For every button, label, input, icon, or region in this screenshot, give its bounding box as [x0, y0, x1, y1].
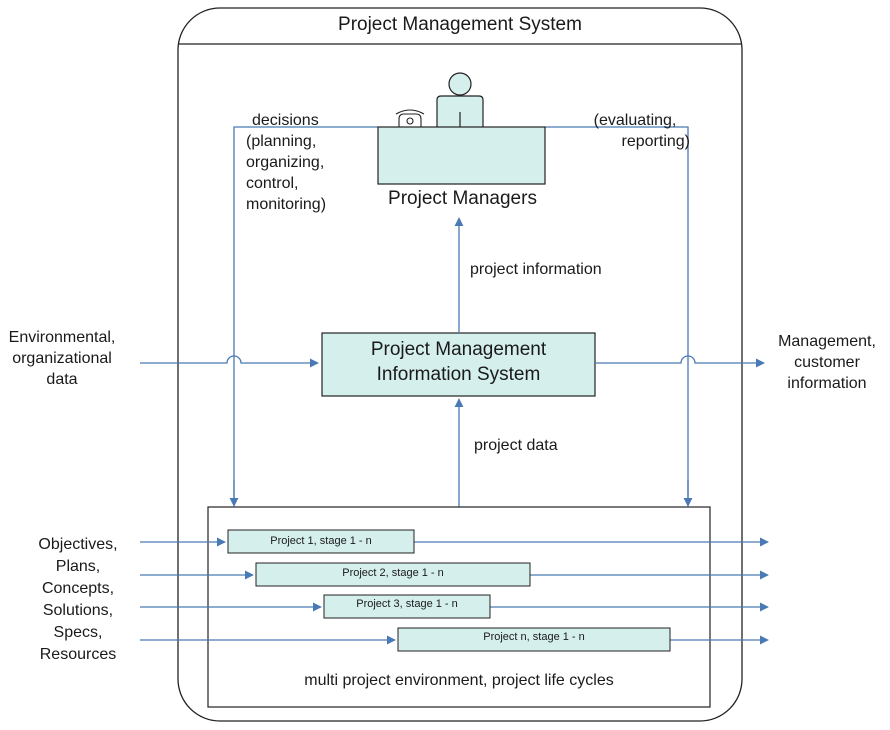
decisions-line: organizing, [246, 154, 325, 171]
outer-frame [177, 7, 743, 722]
management-line: information [787, 375, 867, 392]
project-2-box [255, 562, 531, 587]
project-input-line: Objectives, [38, 536, 118, 553]
management-line: Management, [778, 333, 876, 350]
project-input-line: Solutions, [42, 602, 114, 619]
pmis-label: Project Management Information System [322, 337, 595, 387]
project-input-line: Plans, [55, 558, 101, 575]
decisions-line: decisions [252, 112, 319, 129]
environmental-arrow [140, 355, 319, 368]
pmis-label-line2: Information System [376, 364, 541, 385]
environmental-line: Environmental, [8, 329, 116, 346]
person-at-desk-icon [436, 72, 484, 127]
project-n-label: Project n, stage 1 - n [483, 631, 585, 643]
environmental-input-label: Environmental, organizational data [0, 327, 124, 390]
project-managers-desk [377, 126, 546, 185]
decisions-line: monitoring) [246, 196, 327, 213]
project-3-label: Project 3, stage 1 - n [356, 598, 458, 610]
decisions-label: decisions (planning, organizing, control… [246, 110, 326, 215]
decisions-line: (planning, [246, 133, 317, 150]
project-1-box [227, 529, 415, 554]
management-line: customer [794, 354, 860, 371]
project-input-line: Resources [39, 646, 117, 663]
project-data-label: project data [474, 437, 558, 454]
project-information-label: project information [470, 261, 602, 278]
management-arrow [595, 355, 765, 368]
project-input-line: Concepts, [41, 580, 115, 597]
system-title: Project Management System [338, 14, 582, 35]
pmis-label-line1: Project Management [370, 339, 547, 360]
feedback-lines [233, 126, 689, 502]
project-input-line: Specs, [53, 624, 103, 641]
evaluating-line: (evaluating, [593, 112, 677, 129]
project-managers-label: Project Managers [388, 188, 537, 209]
project-inputs-label: Objectives, Plans, Concepts, Solutions, … [12, 534, 144, 666]
environmental-line: organizational [12, 350, 112, 367]
telephone-icon [395, 109, 425, 127]
project-n-box [397, 627, 671, 652]
environmental-line: data [46, 371, 78, 388]
decisions-line: control, [246, 175, 299, 192]
management-output-label: Management, customer information [764, 331, 890, 394]
project-3-box [323, 594, 491, 619]
project-1-label: Project 1, stage 1 - n [270, 535, 372, 547]
evaluating-line: reporting) [621, 133, 690, 150]
project-lanes [140, 537, 769, 645]
project-2-label: Project 2, stage 1 - n [342, 567, 444, 579]
evaluating-label: (evaluating, reporting) [580, 110, 690, 152]
multi-project-environment-label: multi project environment, project life … [304, 672, 614, 689]
